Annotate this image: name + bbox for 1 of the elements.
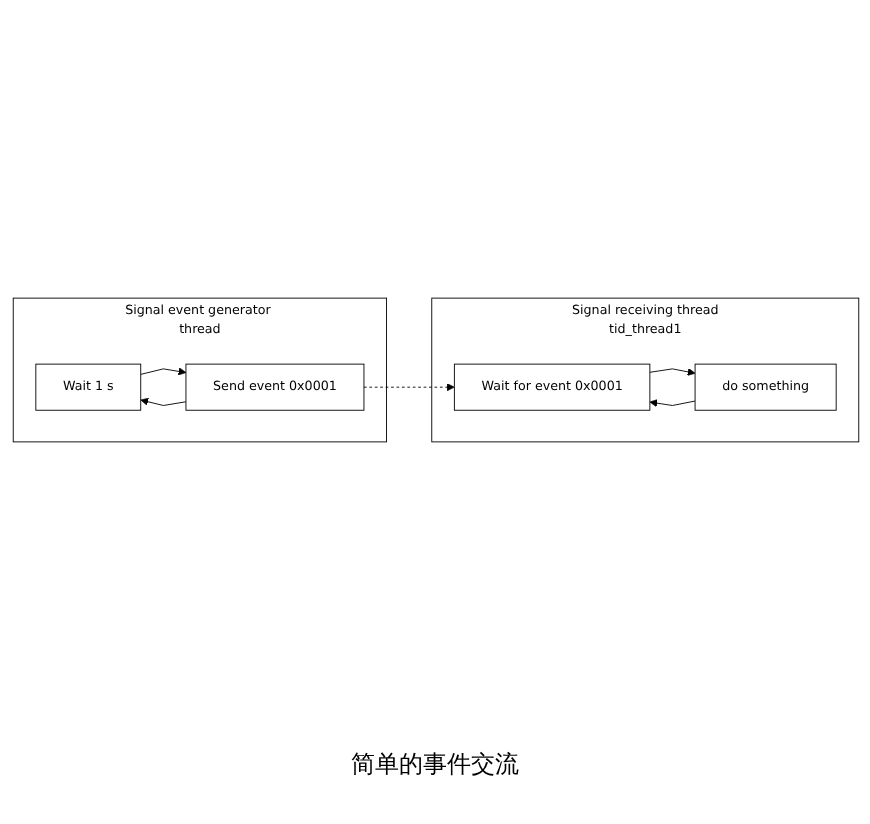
caption: 简单的事件交流: [351, 748, 519, 782]
